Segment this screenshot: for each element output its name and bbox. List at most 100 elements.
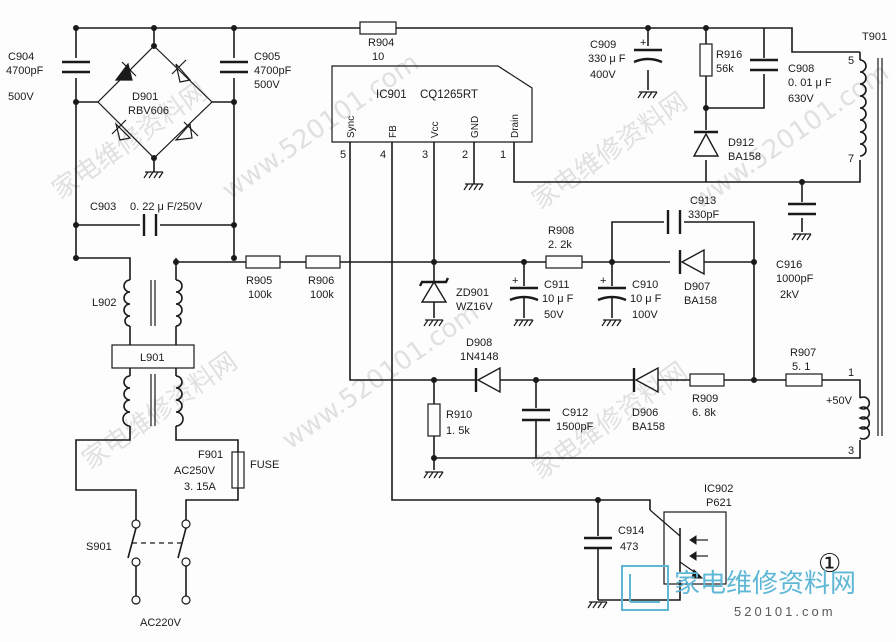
r906-ref: R906 — [308, 275, 334, 287]
resistor-r905: R905 100k — [245, 255, 281, 301]
d912-value: BA158 — [728, 151, 761, 163]
t901-pin5: 5 — [848, 55, 854, 67]
capacitor-c913: C913 330pF — [666, 195, 719, 234]
d912-ref: D912 — [728, 137, 754, 149]
ac-input-label: AC220V — [140, 617, 182, 629]
resistor-r907: R907 5. 1 — [785, 347, 823, 387]
c911-ref: C911 — [544, 279, 569, 291]
ic-ic901: IC901 CQ1265RT Sync FB Vcc GND Drain 5 4… — [331, 65, 533, 161]
d908-value: 1N4148 — [460, 351, 499, 363]
switch-s901: S901 AC220V — [86, 519, 191, 629]
c911-rating: 50V — [544, 309, 564, 321]
capacitor-c908: C908 0. 01 μ F 630V — [750, 58, 832, 105]
c904-value: 4700pF — [6, 65, 44, 77]
r916-ref: R916 — [716, 49, 742, 61]
s901-ref: S901 — [86, 541, 112, 553]
resistor-r916: R916 56k — [699, 43, 742, 77]
resistor-r908: R908 2. 2k — [545, 225, 583, 269]
c914-value: 473 — [620, 541, 638, 553]
figure-number: ① — [818, 549, 841, 579]
c910-ref: C910 — [632, 279, 658, 291]
c916-ref: C916 — [776, 259, 802, 271]
c911-value: 10 μ F — [542, 293, 574, 305]
logo-text: 家电维修资料网 — [674, 569, 856, 599]
d901-ref: D901 — [132, 91, 158, 103]
svg-text:+: + — [640, 37, 646, 49]
diode-d907: D907 BA158 — [678, 248, 717, 307]
ic901-pin2-name: GND — [470, 116, 481, 138]
diode-d908: D908 1N4148 — [460, 337, 501, 394]
c908-ref: C908 — [788, 63, 814, 75]
c912-value: 1500pF — [556, 421, 594, 433]
capacitor-c911: + C911 10 μ F 50V — [509, 275, 574, 321]
c916-value: 1000pF — [776, 273, 814, 285]
bridge-rectifier-d901: D901 RBV606 — [97, 45, 213, 159]
t901-ref: T901 — [862, 31, 887, 43]
ic901-pin3-name: Vcc — [430, 121, 441, 138]
r904-ref: R904 — [368, 37, 394, 49]
f901-tag: FUSE — [250, 459, 279, 471]
r908-ref: R908 — [548, 225, 574, 237]
c913-ref: C913 — [690, 195, 716, 207]
r905-ref: R905 — [246, 275, 272, 287]
ic901-pin5-num: 5 — [340, 149, 346, 161]
capacitor-c903: C903 0. 22 μ F/250V — [90, 201, 203, 236]
logo-box-icon — [621, 565, 669, 611]
d901-value: RBV606 — [128, 105, 169, 117]
c909-rating: 400V — [590, 69, 616, 81]
c913-value: 330pF — [688, 209, 719, 221]
ic901-pin4-num: 4 — [380, 149, 386, 161]
resistor-r904: R904 10 — [359, 21, 397, 63]
diode-d912: D912 BA158 — [692, 130, 761, 163]
ic902-ref: IC902 — [704, 483, 733, 495]
inductor-l901: L901 — [111, 344, 195, 427]
f901-ref: F901 — [198, 449, 223, 461]
svg-text:+: + — [512, 275, 518, 287]
inductor-l902: L902 — [92, 279, 183, 327]
c910-rating: 100V — [632, 309, 658, 321]
figure-number-text: ① — [818, 549, 841, 579]
c903-value: 0. 22 μ F/250V — [130, 201, 203, 213]
capacitor-c912: C912 1500pF — [522, 407, 594, 433]
ic901-pin4-name: FB — [388, 125, 399, 138]
r909-ref: R909 — [692, 393, 718, 405]
r916-value: 56k — [716, 63, 734, 75]
ic901-value: CQ1265RT — [420, 89, 478, 101]
c908-value: 0. 01 μ F — [788, 77, 832, 89]
t901-pin3: 3 — [848, 445, 854, 457]
watermark-text-1: 家电维修资料网 — [47, 77, 213, 206]
ic901-pin3-num: 3 — [422, 149, 428, 161]
c909-value: 330 μ F — [588, 53, 626, 65]
capacitor-c916: C916 1000pF 2kV — [776, 202, 816, 301]
t901-pin1: 1 — [848, 367, 854, 379]
f901-current: 3. 15A — [184, 481, 216, 493]
d907-ref: D907 — [684, 281, 710, 293]
watermark-text-2: 家电维修资料网 — [527, 87, 693, 216]
f901-rating: AC250V — [174, 465, 216, 477]
resistor-r910: R910 1. 5k — [427, 403, 472, 437]
fuse-f901: F901 AC250V 3. 15A FUSE — [174, 449, 279, 493]
ic901-pin1-name: Drain — [510, 114, 521, 138]
zener-zd901: ZD901 WZ16V — [418, 277, 493, 313]
c916-rating: 2kV — [780, 289, 800, 301]
t901-winding-label: +50V — [826, 395, 853, 407]
d908-ref: D908 — [466, 337, 492, 349]
c904-rating: 500V — [8, 91, 34, 103]
resistor-r906: R906 100k — [305, 255, 341, 301]
r907-ref: R907 — [790, 347, 816, 359]
capacitor-c904: C904 4700pF 500V — [6, 51, 90, 103]
c909-ref: C909 — [590, 39, 616, 51]
r907-value: 5. 1 — [792, 361, 810, 373]
c912-ref: C912 — [562, 407, 588, 419]
capacitor-c905: C905 4700pF 500V — [220, 51, 292, 91]
r909-value: 6. 8k — [692, 407, 716, 419]
d906-ref: D906 — [632, 407, 658, 419]
logo-sub: 520101.com — [734, 604, 836, 619]
zd901-value: WZ16V — [456, 301, 493, 313]
d906-value: BA158 — [632, 421, 665, 433]
diode-d906: D906 BA158 — [632, 366, 665, 433]
r906-value: 100k — [310, 289, 334, 301]
ic902-value: P621 — [706, 497, 732, 509]
